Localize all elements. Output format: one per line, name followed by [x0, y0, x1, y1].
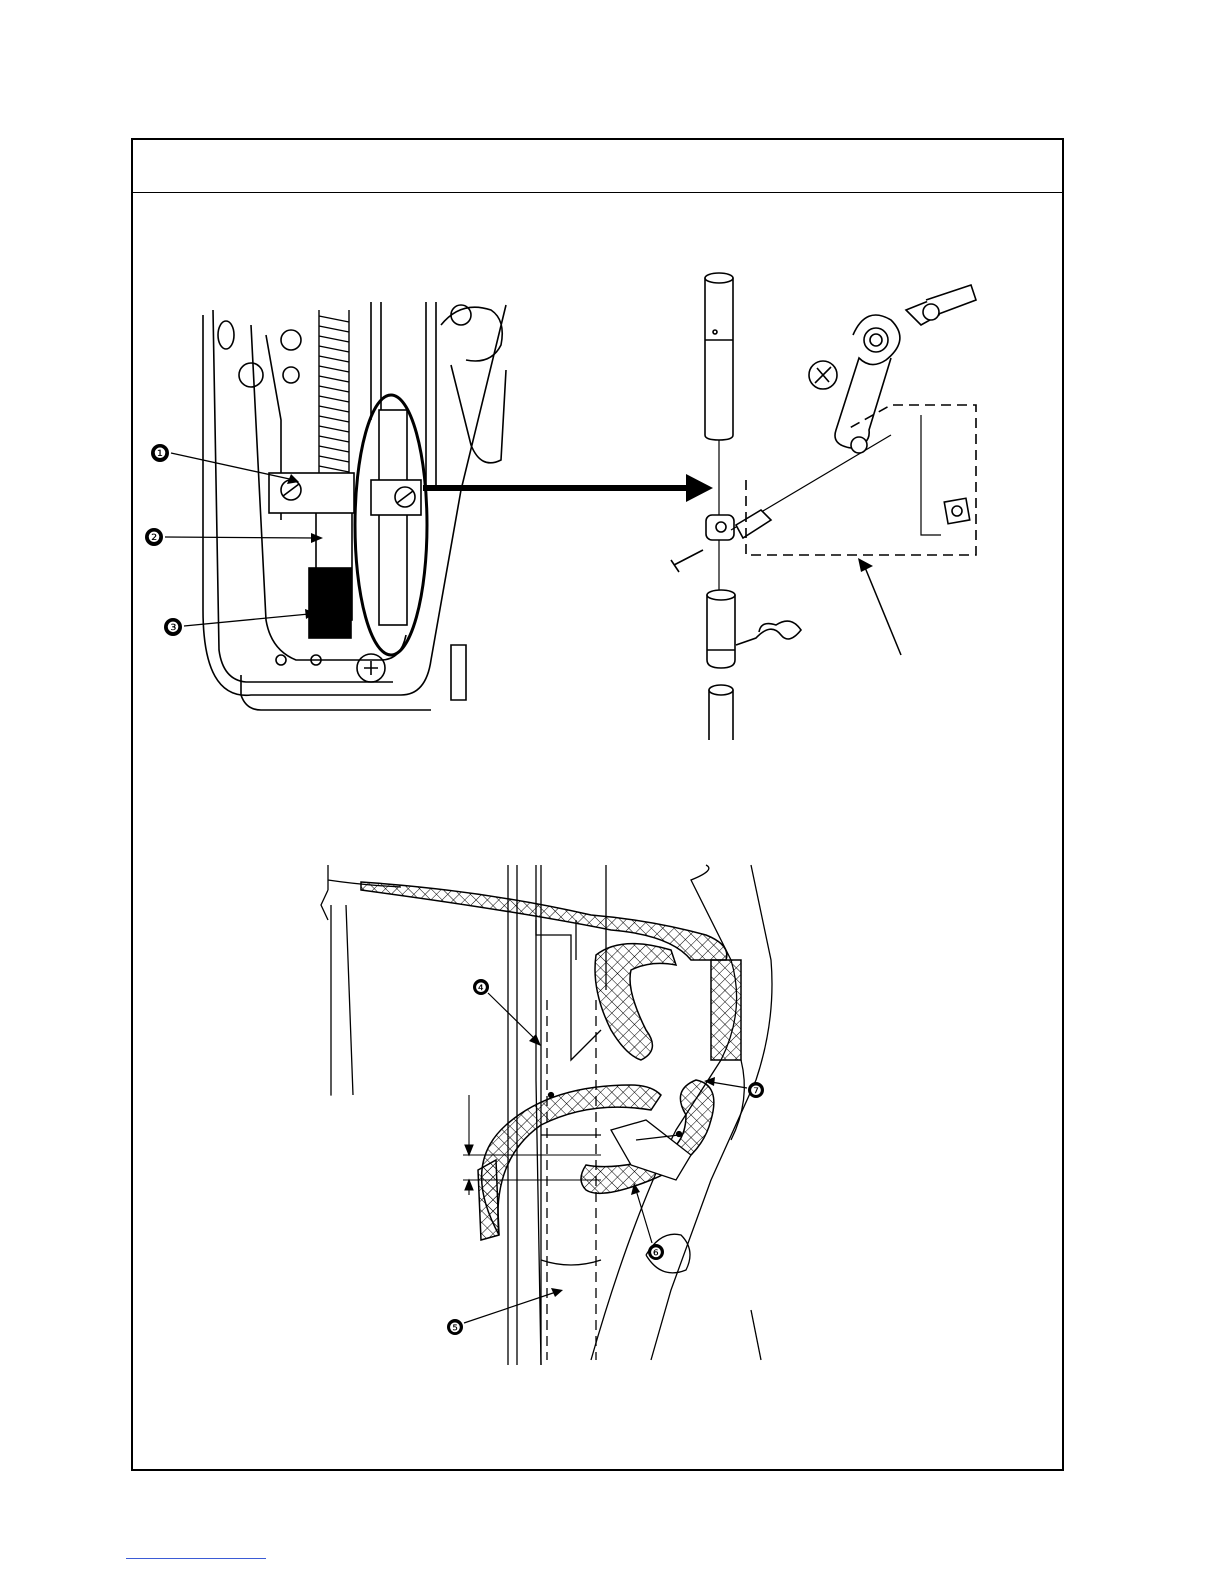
- callout-3-group: ❸: [164, 609, 316, 636]
- callout-4-group: ❹: [473, 979, 541, 1046]
- callout-5-group: ❺: [447, 1288, 563, 1336]
- needle-bar: [371, 410, 421, 625]
- callout-7: ❼: [750, 1084, 762, 1099]
- frame-header-band: [133, 140, 1062, 193]
- pointer-arrow: [423, 474, 713, 502]
- exploded-view: [671, 273, 976, 740]
- needle: [536, 920, 601, 1365]
- callout-2-group: ❷: [145, 528, 323, 546]
- tension-spring: [319, 310, 349, 480]
- hook-needle-figure: ❹ ❺ ❻ ❼: [131, 860, 1064, 1380]
- callout-4: ❹: [475, 981, 487, 996]
- callout-1: ❶: [154, 446, 167, 462]
- thread-paths: [361, 882, 741, 1240]
- dashed-box-inner-line: [921, 415, 941, 535]
- dashed-box-leader: [858, 558, 901, 655]
- callout-3: ❸: [167, 620, 180, 636]
- needle-bar-figure: ❶ ❷ ❸: [131, 190, 1064, 760]
- callout-2: ❷: [148, 530, 161, 546]
- callout-5: ❺: [449, 1321, 461, 1336]
- callout-6: ❻: [650, 1246, 662, 1261]
- footer-rule: [126, 1558, 266, 1559]
